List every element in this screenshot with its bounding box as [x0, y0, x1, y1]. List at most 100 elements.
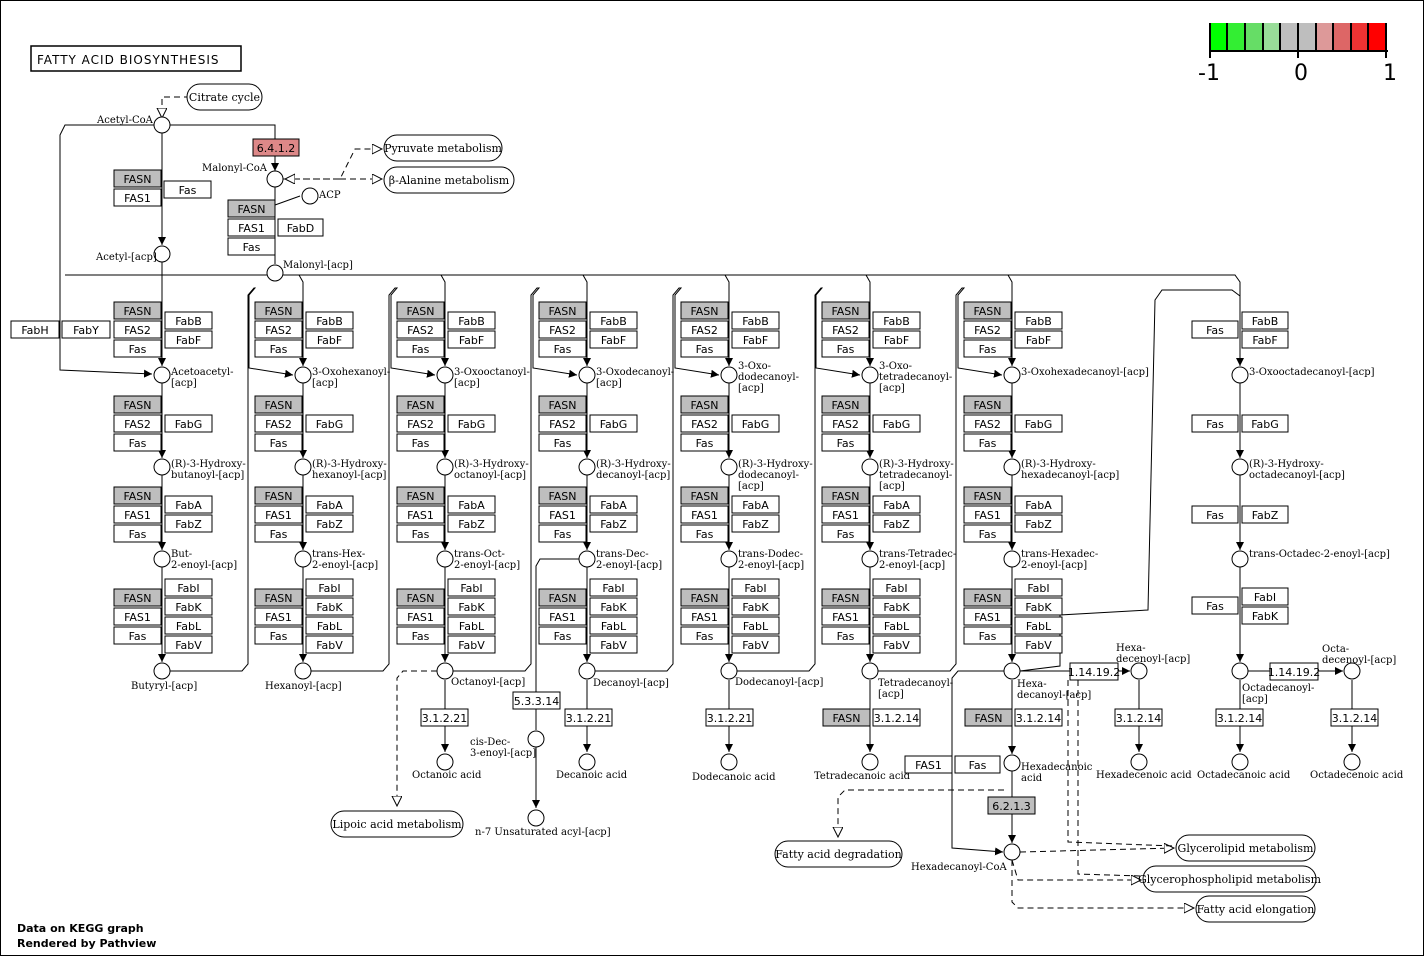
col3-gene-fasn-1[interactable]: FASN — [396, 301, 445, 320]
te-octadecanoic[interactable]: 3.1.2.14 — [1215, 708, 1264, 727]
col5-gene-fabk[interactable]: FabK — [731, 597, 780, 616]
col5-enoyl[interactable] — [720, 550, 738, 568]
col3-gene-fas-2[interactable]: Fas — [396, 433, 445, 452]
compound-malonyl-coa[interactable] — [266, 170, 284, 188]
col6-gene-fabg[interactable]: FabG — [872, 414, 921, 433]
col2-gene-fas-4[interactable]: Fas — [254, 626, 303, 645]
col2-gene-fabb[interactable]: FabB — [305, 311, 354, 330]
col7-gene-fas-1[interactable]: Fas — [963, 339, 1012, 358]
col2-gene-fas1-3[interactable]: FAS1 — [254, 505, 303, 524]
col2-gene-fas1-4[interactable]: FAS1 — [254, 607, 303, 626]
te-decanoic[interactable]: 3.1.2.21 — [564, 708, 613, 727]
col1-gene-fabg[interactable]: FabG — [164, 414, 213, 433]
col6-hydroxy[interactable] — [861, 458, 879, 476]
col3-gene-fas1-3[interactable]: FAS1 — [396, 505, 445, 524]
col1-gene-fabi[interactable]: FabI — [164, 578, 213, 597]
col4-gene-fas-1[interactable]: Fas — [538, 339, 587, 358]
col7-gene-fabi[interactable]: FabI — [1014, 578, 1063, 597]
col3-gene-fabb[interactable]: FabB — [447, 311, 496, 330]
col5-hydroxy[interactable] — [720, 458, 738, 476]
col8-gene-fas-1[interactable]: Fas — [1191, 320, 1239, 339]
gene-fas1-top[interactable]: FAS1 — [113, 188, 162, 207]
col2-enoyl[interactable] — [294, 550, 312, 568]
col8-gene-fabz[interactable]: FabZ — [1241, 505, 1289, 524]
col3-gene-fas-1[interactable]: Fas — [396, 339, 445, 358]
compound-cis-dec-3-enoyl[interactable] — [527, 730, 545, 748]
col7-gene-faba[interactable]: FabA — [1014, 495, 1063, 514]
col6-gene-fabk[interactable]: FabK — [872, 597, 921, 616]
gene-fas-mal[interactable]: Fas — [227, 237, 276, 256]
col4-gene-fasn-3[interactable]: FASN — [538, 486, 587, 505]
col6-enoyl[interactable] — [861, 550, 879, 568]
col3-gene-fas-3[interactable]: Fas — [396, 524, 445, 543]
col2-gene-fasn-4[interactable]: FASN — [254, 588, 303, 607]
col2-gene-fas-1[interactable]: Fas — [254, 339, 303, 358]
col5-gene-fabg[interactable]: FabG — [731, 414, 780, 433]
col3-enoyl[interactable] — [436, 550, 454, 568]
te-fasn-tetradecanoic[interactable]: FASN — [822, 708, 871, 727]
col3-gene-fas1-4[interactable]: FAS1 — [396, 607, 445, 626]
col6-gene-fas2-2[interactable]: FAS2 — [821, 414, 870, 433]
col8-gene-fabb[interactable]: FabB — [1241, 311, 1289, 330]
te-hexadecanoic[interactable]: 3.1.2.14 — [1014, 708, 1063, 727]
col7-enoyl[interactable] — [1003, 550, 1021, 568]
compound-tetradecanoic-acid[interactable] — [861, 753, 879, 771]
col2-gene-fasn-2[interactable]: FASN — [254, 395, 303, 414]
col5-gene-fabz[interactable]: FabZ — [731, 514, 780, 533]
col1-gene-fasn-4[interactable]: FASN — [113, 588, 162, 607]
compound-n7-unsaturated[interactable] — [527, 809, 545, 827]
col4-gene-fasn-4[interactable]: FASN — [538, 588, 587, 607]
compound-acetyl-acp[interactable] — [153, 245, 171, 263]
col6-gene-fas1-3[interactable]: FAS1 — [821, 505, 870, 524]
col4-gene-fas-2[interactable]: Fas — [538, 433, 587, 452]
pathway-lipoic-acid[interactable]: Lipoic acid metabolism — [330, 810, 464, 838]
te-fasn-hexadecanoic[interactable]: FASN — [964, 708, 1013, 727]
col7-gene-fas2-1[interactable]: FAS2 — [963, 320, 1012, 339]
col6-gene-fas-2[interactable]: Fas — [821, 433, 870, 452]
gene-fas-top[interactable]: Fas — [163, 180, 212, 199]
col3-gene-faba[interactable]: FabA — [447, 495, 496, 514]
col1-gene-fabk[interactable]: FabK — [164, 597, 213, 616]
col7-gene-fasn-1[interactable]: FASN — [963, 301, 1012, 320]
col2-gene-fabg[interactable]: FabG — [305, 414, 354, 433]
compound-acetyl-coa[interactable] — [153, 116, 171, 134]
col6-oxo[interactable] — [861, 366, 879, 384]
col2-gene-fasn-1[interactable]: FASN — [254, 301, 303, 320]
col1-enoyl[interactable] — [153, 550, 171, 568]
col6-gene-fabl[interactable]: FabL — [872, 616, 921, 635]
compound-hexadecanoic-acid[interactable] — [1003, 754, 1021, 772]
gene-acc[interactable]: 6.4.1.2 — [252, 138, 300, 157]
col6-gene-fabi[interactable]: FabI — [872, 578, 921, 597]
col4-gene-fabb[interactable]: FabB — [589, 311, 638, 330]
col1-gene-fas-4[interactable]: Fas — [113, 626, 162, 645]
col5-gene-fasn-4[interactable]: FASN — [680, 588, 729, 607]
col7-gene-fabv[interactable]: FabV — [1014, 635, 1063, 654]
pathway-beta-alanine[interactable]: β-Alanine metabolism — [383, 166, 515, 194]
col3-gene-fabi[interactable]: FabI — [447, 578, 496, 597]
te-octadecenoic[interactable]: 3.1.2.14 — [1330, 708, 1379, 727]
col1-acyl[interactable] — [153, 662, 171, 680]
compound-hexadecanoyl-coa[interactable] — [1003, 843, 1021, 861]
col7-gene-fasn-4[interactable]: FASN — [963, 588, 1012, 607]
col5-gene-fasn-3[interactable]: FASN — [680, 486, 729, 505]
col6-gene-fabb[interactable]: FabB — [872, 311, 921, 330]
col5-oxo[interactable] — [720, 366, 738, 384]
col6-gene-fasn-3[interactable]: FASN — [821, 486, 870, 505]
col7-gene-fasn-3[interactable]: FASN — [963, 486, 1012, 505]
gene-fasn-top[interactable]: FASN — [113, 169, 162, 188]
col2-gene-faba[interactable]: FabA — [305, 495, 354, 514]
compound-decanoic-acid[interactable] — [578, 753, 596, 771]
col3-gene-fasn-3[interactable]: FASN — [396, 486, 445, 505]
col5-acyl[interactable] — [720, 662, 738, 680]
gene-fabh[interactable]: FabH — [10, 320, 60, 339]
col1-gene-fas2-1[interactable]: FAS2 — [113, 320, 162, 339]
col6-gene-fabv[interactable]: FabV — [872, 635, 921, 654]
col6-gene-fas1-4[interactable]: FAS1 — [821, 607, 870, 626]
col7-gene-fabf[interactable]: FabF — [1014, 330, 1063, 349]
col4-hydroxy[interactable] — [578, 458, 596, 476]
col3-gene-fas-4[interactable]: Fas — [396, 626, 445, 645]
col4-gene-fas-3[interactable]: Fas — [538, 524, 587, 543]
col5-gene-fas-3[interactable]: Fas — [680, 524, 729, 543]
col8-gene-fas-4[interactable]: Fas — [1191, 596, 1239, 615]
col3-gene-fasn-4[interactable]: FASN — [396, 588, 445, 607]
